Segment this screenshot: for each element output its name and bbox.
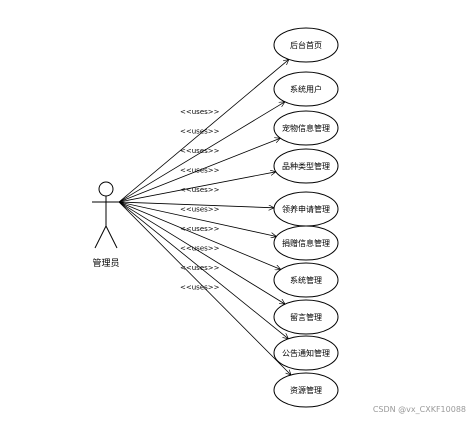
actor-right-leg [105, 225, 118, 249]
use-case-5[interactable]: 领养申请管理 [273, 191, 339, 227]
actor-head [98, 181, 114, 197]
use-case-4[interactable]: 品种类型管理 [273, 148, 339, 184]
uses-associations [118, 59, 291, 375]
use-case-ellipse[interactable] [273, 27, 339, 63]
uses-arrow-4 [118, 172, 276, 203]
uses-stereotype-label: <<uses>> [180, 108, 220, 116]
uses-arrow-2 [118, 102, 285, 203]
uses-arrow-1 [118, 59, 289, 203]
use-case-ellipse[interactable] [273, 71, 339, 107]
use-case-7[interactable]: 系统管理 [273, 262, 339, 298]
actor-label: 管理员 [92, 257, 119, 269]
uses-stereotype-label: <<uses>> [180, 147, 220, 155]
use-case-10[interactable]: 资源管理 [273, 372, 339, 408]
uses-stereotype-label: <<uses>> [180, 225, 220, 233]
uses-arrow-9 [118, 201, 288, 339]
use-case-ellipse[interactable] [273, 225, 339, 261]
use-case-3[interactable]: 宠物信息管理 [273, 110, 339, 146]
watermark: CSDN @vx_CXKF10088 [373, 405, 466, 414]
uses-arrow-6 [118, 201, 276, 237]
use-cases: 后台首页系统用户宠物信息管理品种类型管理领养申请管理捐赠信息管理系统管理留言管理… [273, 27, 339, 408]
uses-arrow-7 [118, 201, 281, 270]
use-case-ellipse[interactable] [273, 372, 339, 408]
uses-arrow-3 [118, 138, 280, 203]
use-case-9[interactable]: 公告通知管理 [273, 335, 339, 371]
uses-stereotype-label: <<uses>> [180, 284, 220, 292]
use-case-1[interactable]: 后台首页 [273, 27, 339, 63]
uses-stereotype-label: <<uses>> [180, 186, 220, 194]
use-case-label: 资源管理 [290, 385, 322, 395]
use-case-label: 后台首页 [290, 40, 322, 50]
use-case-label: 品种类型管理 [282, 161, 330, 171]
use-case-label: 系统用户 [290, 84, 322, 94]
use-case-6[interactable]: 捐赠信息管理 [273, 225, 339, 261]
use-case-label: 留言管理 [290, 312, 322, 322]
use-case-label: 领养申请管理 [282, 204, 330, 214]
actor-left-leg [94, 225, 107, 249]
use-case-2[interactable]: 系统用户 [273, 71, 339, 107]
uses-arrow-8 [118, 201, 285, 304]
uses-stereotype-label: <<uses>> [180, 245, 220, 253]
use-case-label: 公告通知管理 [282, 348, 330, 358]
uses-stereotype-label: <<uses>> [180, 264, 220, 272]
uses-stereotype-label: <<uses>> [180, 167, 220, 175]
actor-stick-figure [92, 181, 120, 249]
use-case-label: 捐赠信息管理 [282, 238, 330, 248]
use-case-ellipse[interactable] [273, 148, 339, 184]
use-case-ellipse[interactable] [273, 335, 339, 371]
uses-stereotype-labels: <<uses>> <<uses>> <<uses>> <<uses>> <<uses>>… [180, 108, 220, 292]
use-case-ellipse[interactable] [273, 262, 339, 298]
uses-arrow-10 [118, 201, 291, 375]
uses-arrow-5 [118, 201, 274, 208]
uses-stereotype-label: <<uses>> [180, 206, 220, 214]
uses-stereotype-label: <<uses>> [180, 128, 220, 136]
use-case-label: 系统管理 [290, 275, 322, 285]
use-case-ellipse[interactable] [273, 299, 339, 335]
use-case-8[interactable]: 留言管理 [273, 299, 339, 335]
use-case-ellipse[interactable] [273, 110, 339, 146]
use-case-label: 宠物信息管理 [282, 123, 330, 133]
